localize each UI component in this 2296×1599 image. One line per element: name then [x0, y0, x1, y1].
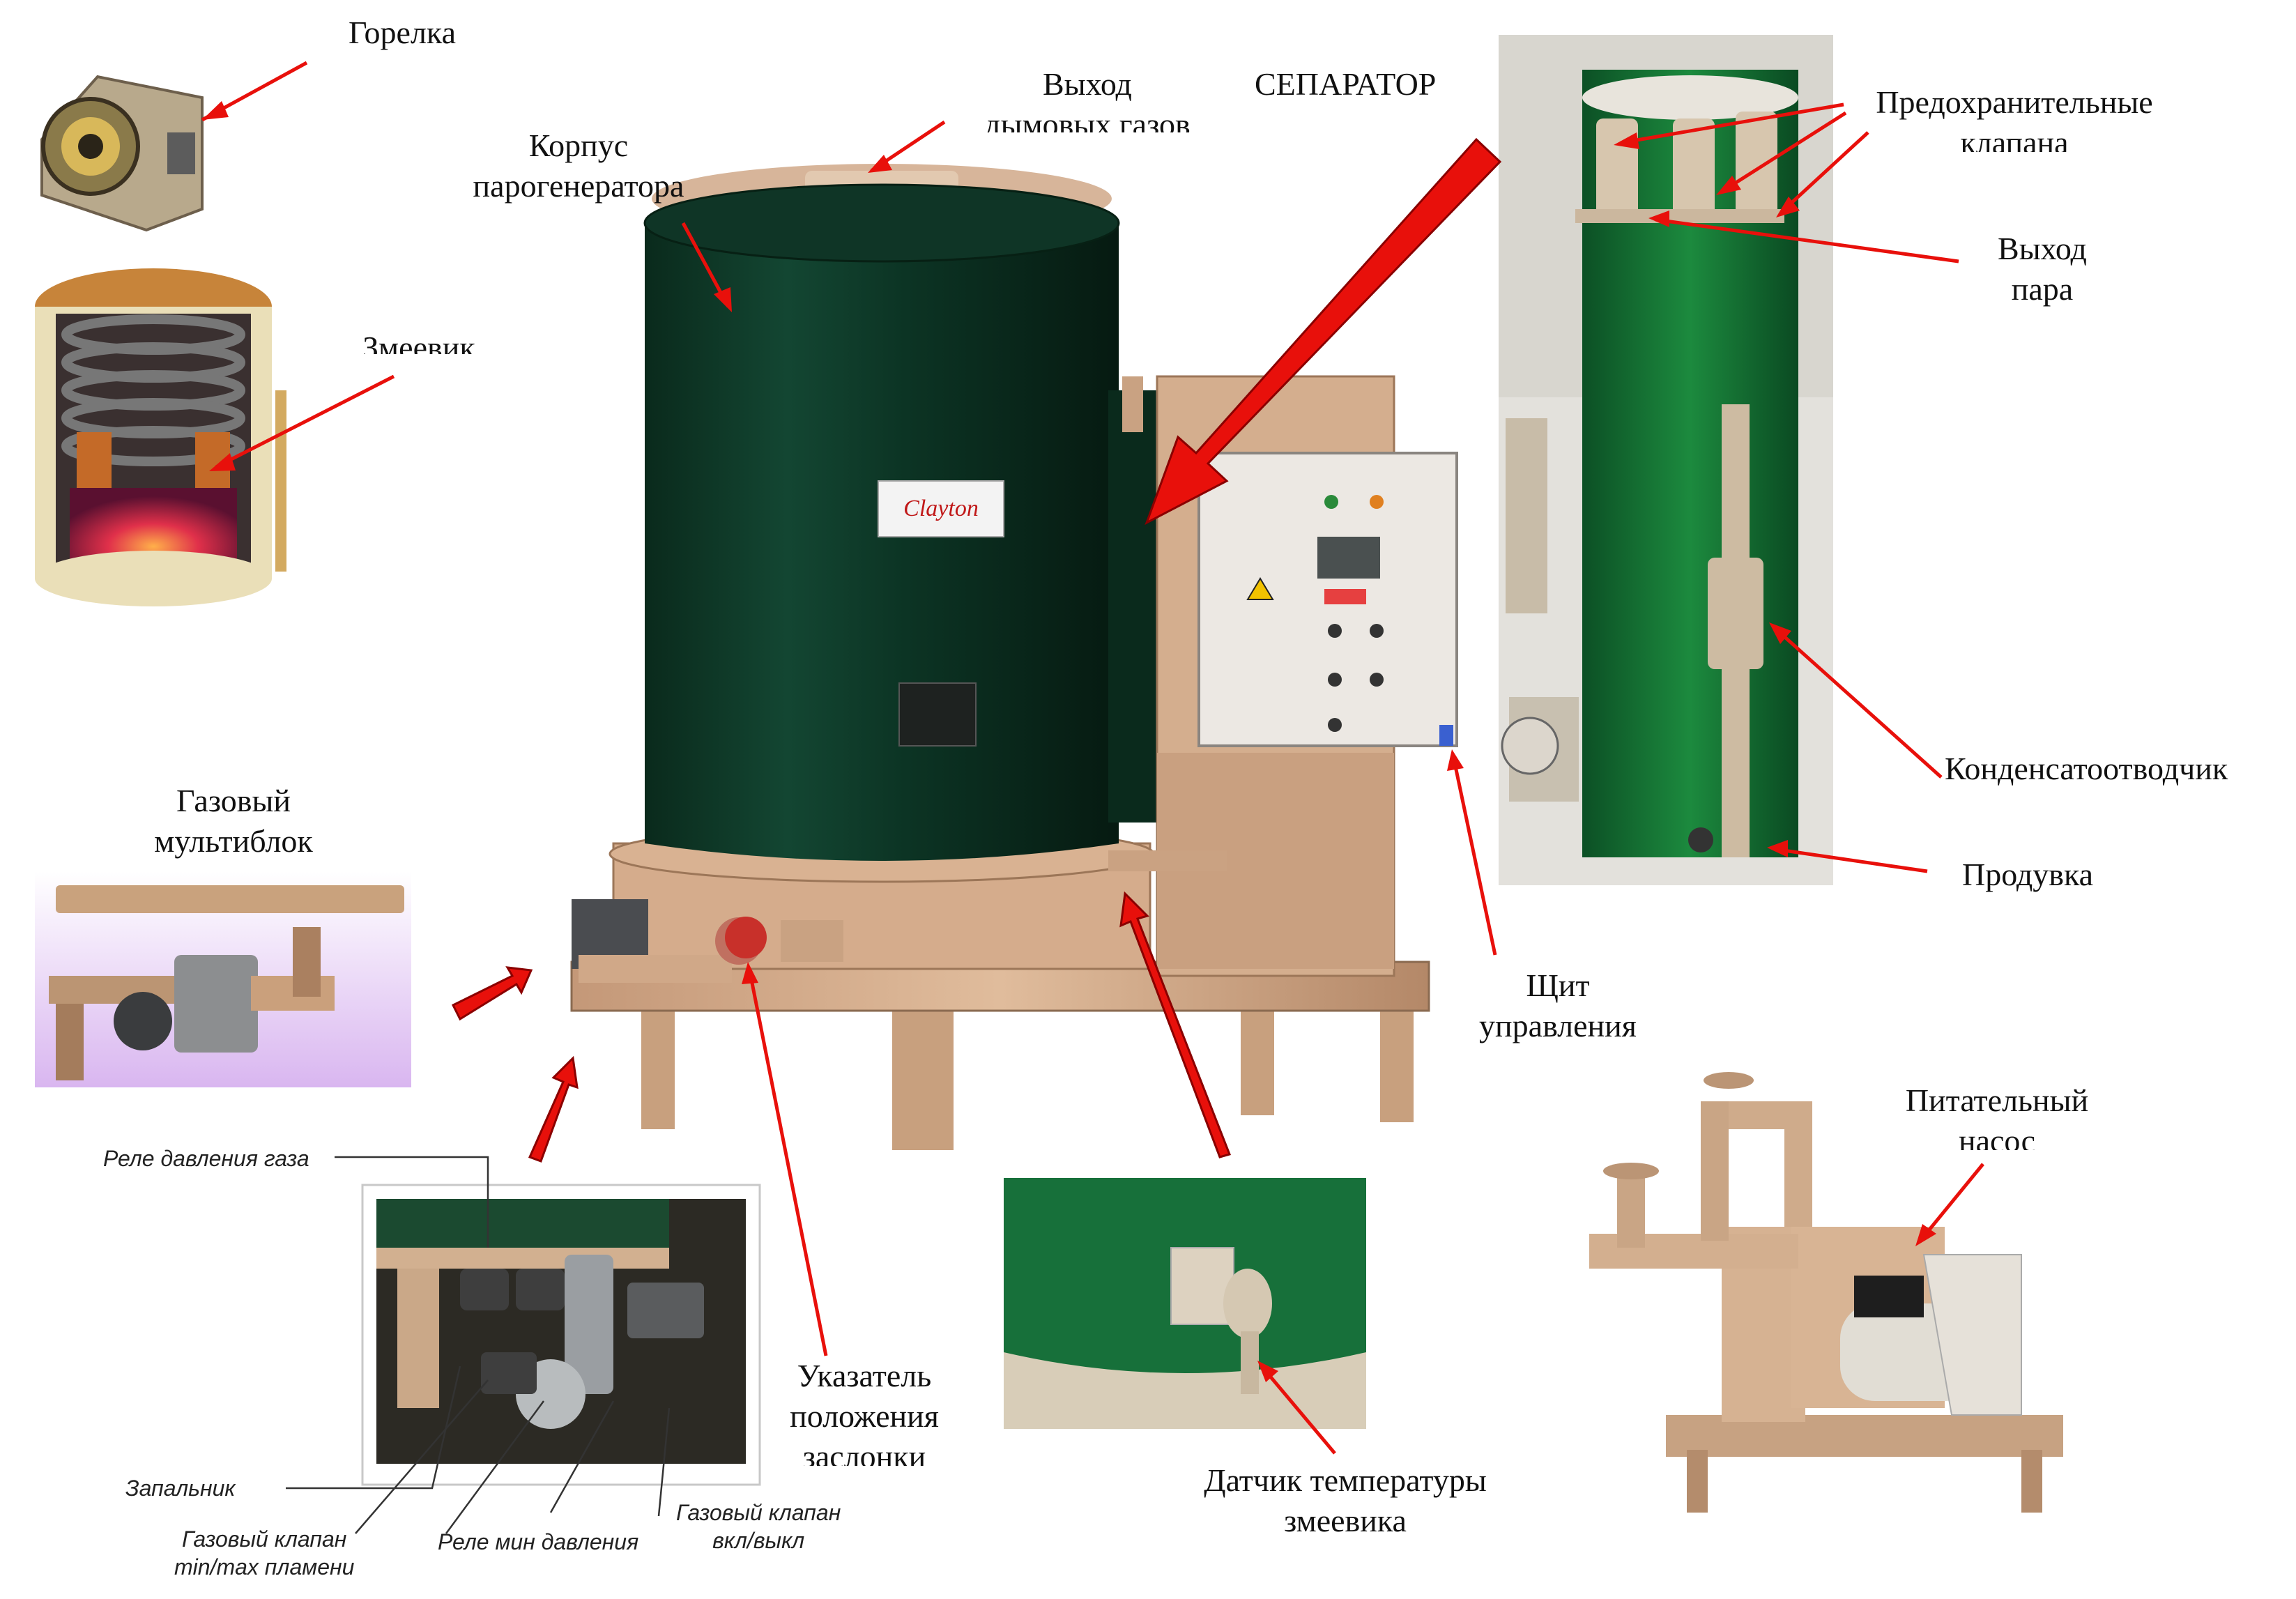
igniter-label: Запальник — [125, 1476, 236, 1501]
coil-cutaway-image — [35, 268, 286, 606]
blowdown-label: Продувка — [1962, 857, 2094, 892]
burner-image — [40, 75, 204, 232]
steam-generator-unit: Clayton — [570, 164, 1458, 1150]
gas-pressure-relay-label: Реле давления газа — [103, 1146, 309, 1171]
gas-block-inset-image — [361, 1184, 761, 1486]
burner-label: Горелка — [349, 15, 456, 50]
inset-leader-lines — [286, 1156, 671, 1534]
red-arrows — [201, 61, 1984, 1455]
separator-image — [1499, 35, 1833, 885]
gas-multiblock-image — [35, 871, 411, 1087]
min-pressure-relay-label: Реле мин давления — [438, 1529, 639, 1554]
separator-label: СЕПАРАТОР — [1255, 66, 1437, 102]
coil-temp-sensor-image — [1004, 1178, 1366, 1429]
coil-label: Змеевик — [362, 330, 475, 354]
steam-trap-label: Конденсатоотводчик — [1945, 751, 2228, 786]
clayton-logo: Clayton — [903, 496, 979, 521]
feed-pump-image — [1589, 1072, 2063, 1513]
